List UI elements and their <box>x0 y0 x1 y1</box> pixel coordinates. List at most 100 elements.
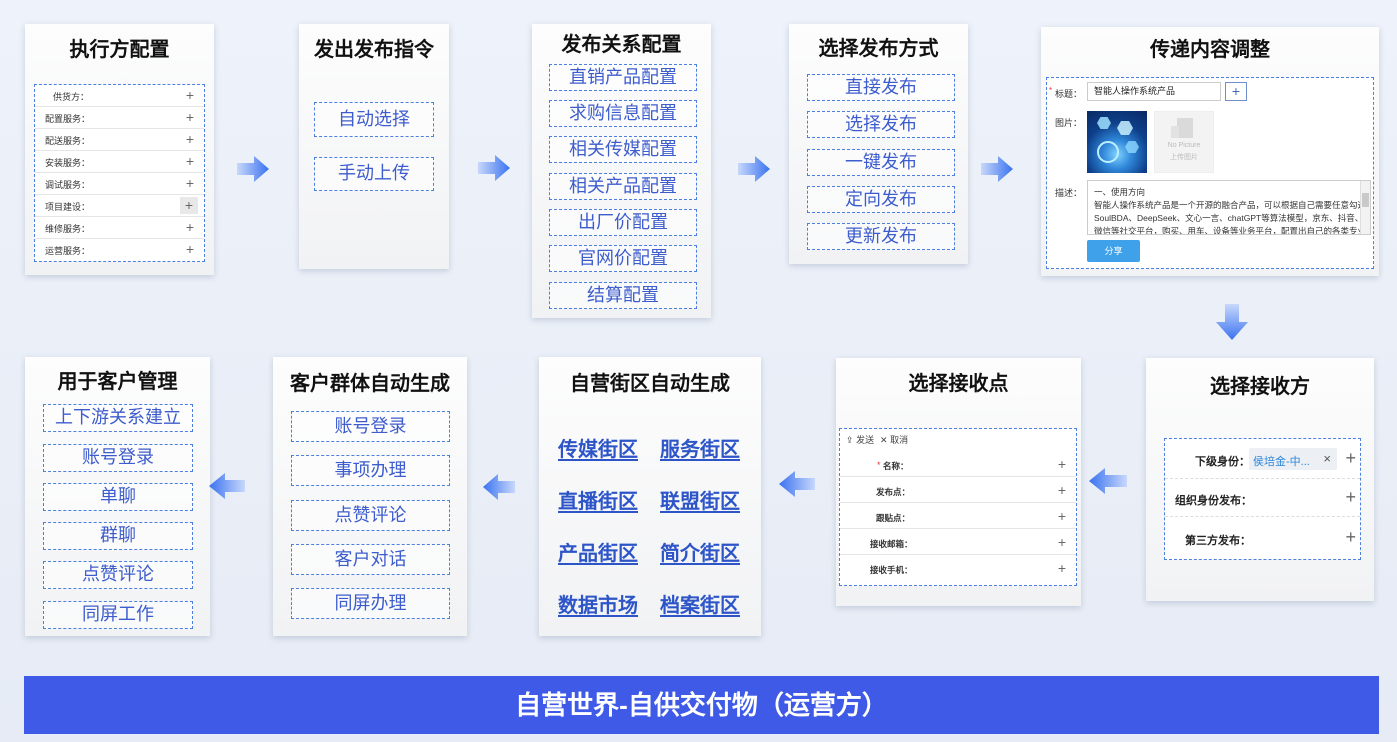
relation-option[interactable]: 相关产品配置 <box>549 173 697 200</box>
data-market-link[interactable]: 数据市场 <box>558 595 638 617</box>
point-label: 发布点： <box>876 487 911 497</box>
management-option[interactable]: 单聊 <box>43 483 193 511</box>
executor-config-card: 执行方配置 供货方：+ 配置服务：+ 配送服务：+ 安装服务：+ 调试服务：+ … <box>25 24 214 275</box>
card-title: 客户群体自动生成 <box>290 373 450 395</box>
add-icon[interactable]: + <box>185 131 194 147</box>
add-icon[interactable]: + <box>1057 560 1066 576</box>
product-block-link[interactable]: 产品街区 <box>558 543 638 565</box>
cancel-toolbar-item[interactable]: ✕ 取消 <box>880 433 908 446</box>
desc-line: 一、使用方向 <box>1094 187 1146 197</box>
method-option[interactable]: 更新发布 <box>807 223 955 250</box>
add-icon[interactable]: + <box>185 241 194 257</box>
service-label: 配送服务： <box>45 136 91 146</box>
service-block-link[interactable]: 服务街区 <box>660 439 740 461</box>
share-button[interactable]: 分享 <box>1087 240 1140 262</box>
auto-select-option[interactable]: 自动选择 <box>314 102 434 137</box>
arrow-left-icon <box>209 473 245 499</box>
archive-block-link[interactable]: 档案街区 <box>660 595 740 617</box>
title-input[interactable]: 智能人操作系统产品 <box>1087 82 1221 101</box>
add-icon[interactable]: + <box>185 219 194 235</box>
intro-block-link[interactable]: 简介街区 <box>660 543 740 565</box>
management-option[interactable]: 点赞评论 <box>43 561 193 589</box>
add-icon[interactable]: + <box>1345 487 1356 507</box>
management-option[interactable]: 上下游关系建立 <box>43 404 193 432</box>
desc-label: 描述： <box>1055 188 1083 198</box>
live-block-link[interactable]: 直播街区 <box>558 491 638 513</box>
identity-chip[interactable]: 侯培金-中... × <box>1249 448 1337 470</box>
hex-icon <box>1125 141 1139 153</box>
customer-group-card: 客户群体自动生成 账号登录 事项办理 点赞评论 客户对话 同屏办理 <box>273 357 467 636</box>
required-mark: * <box>877 460 881 470</box>
service-label: 项目建设： <box>45 202 91 212</box>
add-icon[interactable]: + <box>1345 448 1356 468</box>
arrow-right-icon <box>478 155 510 181</box>
operator-banner: 自营世界-自供交付物（运营方） <box>24 676 1379 734</box>
scroll-thumb[interactable] <box>1362 193 1369 207</box>
point-row: 接收邮箱： + <box>840 529 1076 555</box>
cancel-label: 取消 <box>890 435 909 445</box>
manual-upload-option[interactable]: 手动上传 <box>314 157 434 191</box>
card-title: 发布关系配置 <box>561 34 682 56</box>
group-option[interactable]: 事项办理 <box>291 455 450 486</box>
desc-textarea[interactable]: 一、使用方向 智能人操作系统产品是一个开源的融合产品，可以根据自己需要任意勾选 … <box>1087 180 1371 235</box>
media-block-link[interactable]: 传媒街区 <box>558 439 638 461</box>
desc-line: 微信等社交平台，购买、用车、设备等业务平台，配置出自己的各类专业 <box>1094 226 1367 235</box>
add-icon[interactable]: + <box>185 87 194 103</box>
block-generate-card: 自营街区自动生成 传媒街区 服务街区 直播街区 联盟街区 产品街区 简介街区 数… <box>539 357 761 636</box>
scrollbar[interactable] <box>1360 181 1370 234</box>
point-label: 名称： <box>883 461 909 471</box>
method-option[interactable]: 定向发布 <box>807 186 955 213</box>
service-label: 供货方： <box>53 92 90 102</box>
method-option[interactable]: 直接发布 <box>807 74 955 101</box>
send-icon: ⇪ <box>846 435 854 445</box>
add-icon[interactable]: + <box>1057 534 1066 550</box>
service-row: 调试服务： + <box>35 173 204 195</box>
receiver-row: 组织身份发布： + <box>1165 479 1360 517</box>
customer-management-card: 用于客户管理 上下游关系建立 账号登录 单聊 群聊 点赞评论 同屏工作 <box>25 357 210 636</box>
add-icon[interactable]: + <box>1057 456 1066 472</box>
alliance-block-link[interactable]: 联盟街区 <box>660 491 740 513</box>
upload-image-placeholder[interactable]: No Picture 上传图片 <box>1154 111 1214 173</box>
add-icon[interactable]: + <box>185 109 194 125</box>
add-icon[interactable]: + <box>1057 482 1066 498</box>
relation-option[interactable]: 直销产品配置 <box>549 64 697 91</box>
card-title: 自营街区自动生成 <box>570 373 730 395</box>
group-option[interactable]: 点赞评论 <box>291 500 450 531</box>
group-option[interactable]: 账号登录 <box>291 411 450 442</box>
method-option[interactable]: 选择发布 <box>807 111 955 138</box>
product-image[interactable] <box>1087 111 1147 173</box>
management-option[interactable]: 账号登录 <box>43 444 193 472</box>
add-icon[interactable]: + <box>185 175 194 191</box>
add-icon[interactable]: + <box>1057 508 1066 524</box>
relation-option[interactable]: 相关传媒配置 <box>549 136 697 163</box>
card-title: 发出发布指令 <box>314 39 434 61</box>
arrow-left-icon <box>483 474 515 500</box>
card-title: 选择发布方式 <box>818 38 939 60</box>
relation-option[interactable]: 官网价配置 <box>549 245 697 272</box>
management-option[interactable]: 同屏工作 <box>43 601 193 629</box>
card-title: 选择接收点 <box>908 373 1009 395</box>
ring-icon <box>1097 141 1119 163</box>
add-title-button[interactable]: + <box>1225 82 1247 101</box>
group-option[interactable]: 客户对话 <box>291 544 450 575</box>
point-label: 接收手机： <box>870 565 913 575</box>
image-label: 图片： <box>1055 118 1083 128</box>
relation-option[interactable]: 求购信息配置 <box>549 100 697 127</box>
content-adjust-card: 传递内容调整 * 标题： 智能人操作系统产品 + 图片： No Picture … <box>1041 27 1379 276</box>
service-label: 调试服务： <box>45 180 91 190</box>
relation-option[interactable]: 结算配置 <box>549 282 697 309</box>
method-option[interactable]: 一键发布 <box>807 149 955 176</box>
remove-chip-icon[interactable]: × <box>1323 451 1331 466</box>
send-toolbar-item[interactable]: ⇪ 发送 <box>846 433 874 446</box>
receiver-label: 组织身份发布： <box>1175 495 1252 507</box>
relation-option[interactable]: 出厂价配置 <box>549 209 697 236</box>
group-option[interactable]: 同屏办理 <box>291 588 450 619</box>
add-icon[interactable]: + <box>185 153 194 169</box>
point-row: 发布点： + <box>840 477 1076 503</box>
management-option[interactable]: 群聊 <box>43 522 193 550</box>
service-row: 运营服务：+ <box>35 239 204 261</box>
add-icon[interactable]: + <box>180 197 198 214</box>
arrow-left-icon <box>779 471 815 497</box>
service-row: 供货方： + <box>35 85 204 107</box>
add-icon[interactable]: + <box>1345 527 1356 547</box>
